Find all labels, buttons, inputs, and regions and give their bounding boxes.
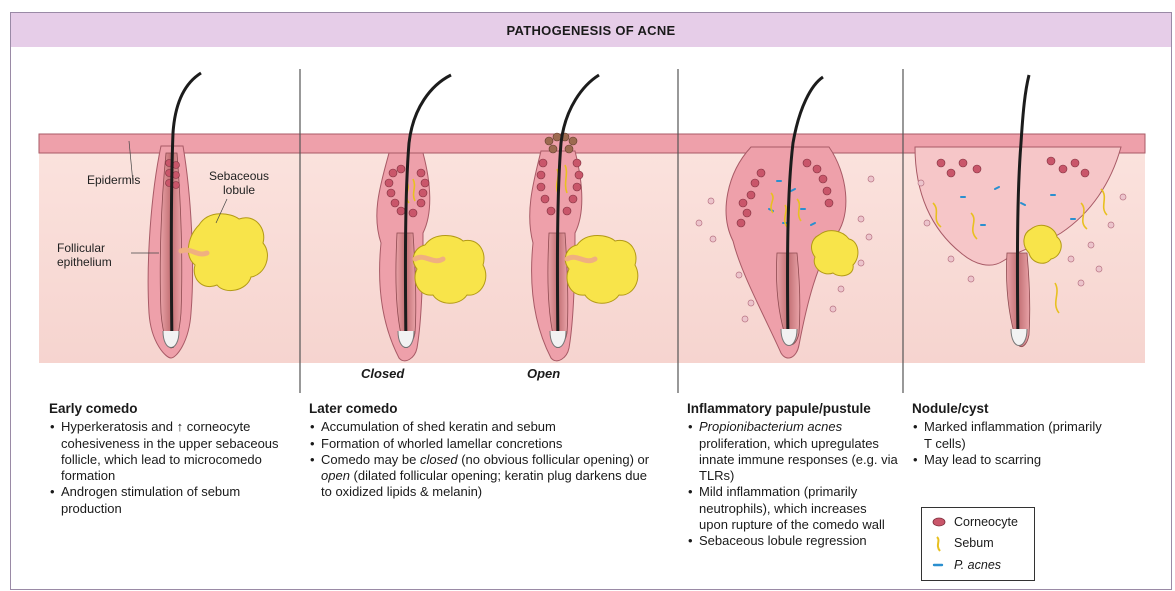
bullet-item: Hyperkeratosis and ↑ corneocyte cohesive… [49,419,299,484]
sebaceous-lobule [413,236,486,304]
bullet-list: Hyperkeratosis and ↑ corneocyte cohesive… [49,419,299,517]
label-sebaceous-line1: Sebaceous [209,169,269,183]
legend: Corneocyte Sebum P. acnes [921,507,1035,581]
bullet-text: proliferation, which upregulates innate … [699,436,898,484]
panel-heading: Later comedo [309,401,659,417]
bullet-item: May lead to scarring [912,452,1112,468]
legend-label: P. acnes [954,558,1001,572]
caption-open: Open [527,366,560,381]
label-sebaceous-lobule: Sebaceous lobule [209,169,269,197]
bullet-text: (no obvious follicular opening) or [458,452,650,467]
panel-heading: Nodule/cyst [912,401,1112,417]
label-follicular-epithelium: Follicular epithelium [57,241,112,269]
sebaceous-lobule [565,236,638,304]
bullet-list: Propionibacterium acnes proliferation, w… [687,419,899,549]
bullet-emphasis: Propionibacterium acnes [699,419,842,434]
label-follicular-line2: epithelium [57,255,112,269]
figure-frame: PATHOGENESIS OF ACNE [10,12,1172,590]
panel-later-comedo: Later comedo Accumulation of shed kerati… [309,401,659,501]
label-sebaceous-line2: lobule [209,183,269,197]
corneocyte-icon [930,514,948,530]
legend-label: Corneocyte [954,515,1018,529]
bullet-emphasis: open [321,468,350,483]
sebum-icon [930,535,948,553]
panel-early-comedo: Early comedo Hyperkeratosis and ↑ corneo… [49,401,299,517]
panel-heading: Inflammatory papule/pustule [687,401,899,417]
caption-closed: Closed [361,366,404,381]
bullet-item: Marked inflammation (primarily T cells) [912,419,1112,452]
bullet-item: Comedo may be closed (no obvious follicu… [309,452,659,501]
legend-label: Sebum [954,536,994,550]
panel-heading: Early comedo [49,401,299,417]
label-epidermis: Epidermis [87,173,140,187]
label-follicular-line1: Follicular [57,241,112,255]
panel-nodule-cyst: Nodule/cyst Marked inflammation (primari… [912,401,1112,468]
bullet-list: Marked inflammation (primarily T cells) … [912,419,1112,468]
bullet-text: Comedo may be [321,452,420,467]
bullet-emphasis: closed [420,452,458,467]
acne-diagram [11,13,1171,401]
bullet-item: Formation of whorled lamellar concretion… [309,436,659,452]
bullet-item: Sebaceous lobule regression [687,533,899,549]
bullet-text: (dilated follicular opening; keratin plu… [321,468,647,499]
bullet-list: Accumulation of shed keratin and sebum F… [309,419,659,500]
p-acnes-icon [930,557,948,573]
bullet-item: Propionibacterium acnes proliferation, w… [687,419,899,484]
panel-inflammatory-papule: Inflammatory papule/pustule Propionibact… [687,401,899,550]
bullet-item: Androgen stimulation of sebum production [49,484,299,517]
bullet-item: Accumulation of shed keratin and sebum [309,419,659,435]
bullet-item: Mild inflammation (primarily neutrophils… [687,484,899,533]
